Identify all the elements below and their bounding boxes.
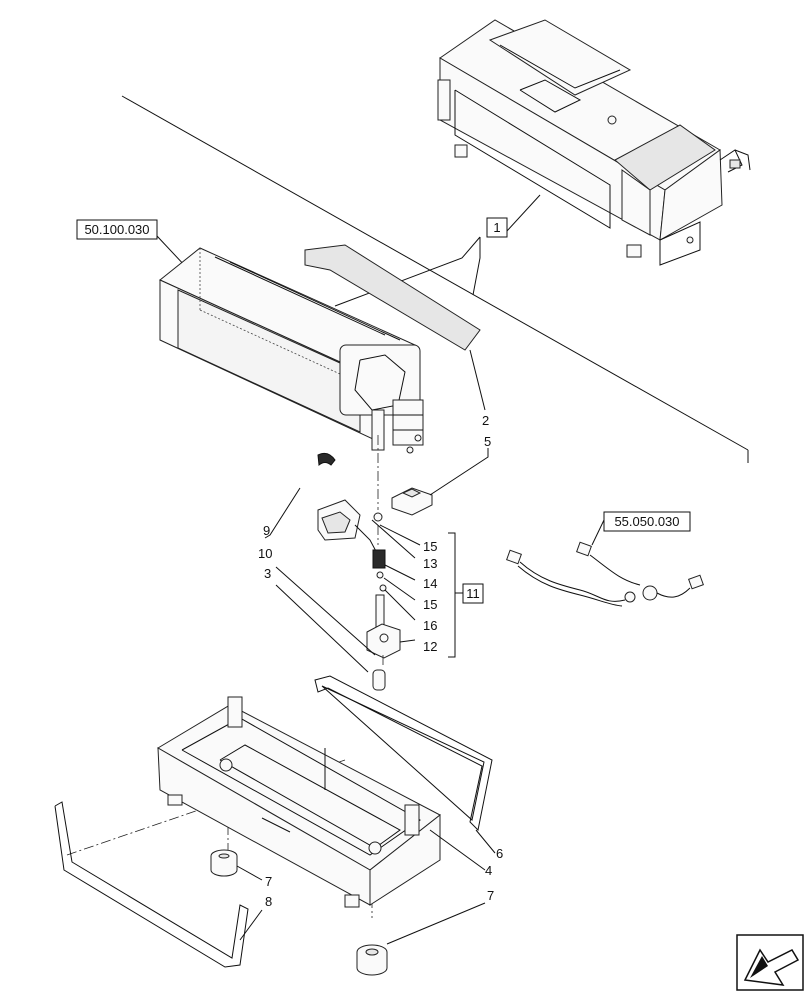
callout-14: 14: [423, 576, 437, 591]
kit-bracket: [448, 532, 463, 658]
callout-2: 2: [482, 413, 489, 428]
hvac-unit-assembly: [437, 19, 751, 266]
callout-4: 4: [485, 863, 492, 878]
item-assembly-label: 1: [493, 220, 500, 235]
rubber-foot-upper: [210, 849, 263, 881]
ref-harness-label: 55.050.030: [614, 514, 679, 529]
mounting-block: [391, 448, 489, 516]
wiring-harness: [506, 519, 704, 607]
callout-10: 10: [258, 546, 272, 561]
ref-box-evaporator: 50.100.030: [76, 219, 158, 240]
item-box-kit: 11: [462, 583, 484, 604]
item-box-assembly: 1: [486, 217, 508, 238]
callout-7b: 7: [487, 888, 494, 903]
callout-9: 9: [263, 523, 270, 538]
drain-tray: [157, 696, 486, 908]
evaporator-core: [156, 235, 424, 454]
item-kit-label: 11: [466, 586, 480, 601]
ref-evaporator-label: 50.100.030: [84, 222, 149, 237]
callout-12: 12: [423, 639, 437, 654]
callout-5: 5: [484, 434, 491, 449]
callout-16: 16: [423, 618, 437, 633]
callout-3: 3: [264, 566, 271, 581]
leader-lines: [275, 519, 421, 673]
foam-pad: [304, 244, 486, 411]
seal-strip: [54, 801, 263, 968]
callout-15a: 15: [423, 539, 437, 554]
callouts: 2 5 9 10 3 15 13 14 15 16 12 6 4 7 8 7: [258, 413, 503, 909]
callout-8: 8: [265, 894, 272, 909]
callout-6: 6: [496, 846, 503, 861]
ref-box-harness: 55.050.030: [603, 511, 691, 532]
callout-15b: 15: [423, 597, 437, 612]
gasket: [314, 675, 496, 854]
rubber-foot-lower: [356, 902, 486, 976]
valve-group: [317, 499, 401, 691]
clip: [264, 452, 336, 539]
callout-13: 13: [423, 556, 437, 571]
arrow-back-left-icon[interactable]: [736, 934, 804, 991]
callout-7a: 7: [265, 874, 272, 889]
